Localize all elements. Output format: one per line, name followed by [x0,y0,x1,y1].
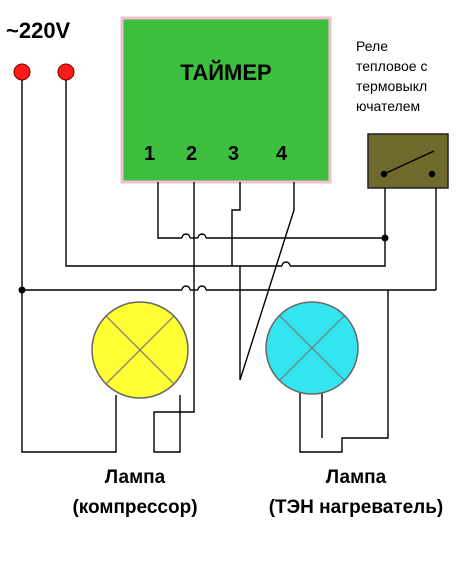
timer-pin-4: 4 [276,143,288,165]
terminal-right [57,63,75,81]
lamp-compressor-label: Лампа (компрессор) [40,463,230,523]
lamp-heater-icon [265,301,359,395]
lamp-label-line: (ТЭН нагреватель) [268,497,444,518]
wires [21,80,437,453]
relay-switch-icon [380,150,436,178]
junction-dot [18,286,26,294]
lamp-label-line: Лампа [325,467,387,488]
lamp-heater-label: Лампа (ТЭН нагреватель) [236,463,474,523]
timer-pin-3: 3 [228,143,240,165]
junction-dot [381,234,389,242]
lamp-label-line: Лампа [104,467,166,488]
voltage-label: ~220V [6,18,71,43]
timer-pin-2: 2 [186,143,198,165]
relay-label-line: ючателем [356,98,421,114]
lamp-label-line: (компрессор) [72,497,198,518]
relay-label-line: термовыкл [356,78,428,94]
relay-label: Реле тепловое с термовыкл ючателем [356,36,427,116]
timer-title: ТАЙМЕР [180,60,272,85]
timer-box [120,16,332,184]
timer-pin-1: 1 [144,143,156,165]
lamp-compressor-icon [91,301,189,399]
terminal-left [13,63,31,81]
relay-label-line: Реле [356,38,388,54]
relay-box [367,133,449,189]
relay-label-line: тепловое с [356,58,428,74]
